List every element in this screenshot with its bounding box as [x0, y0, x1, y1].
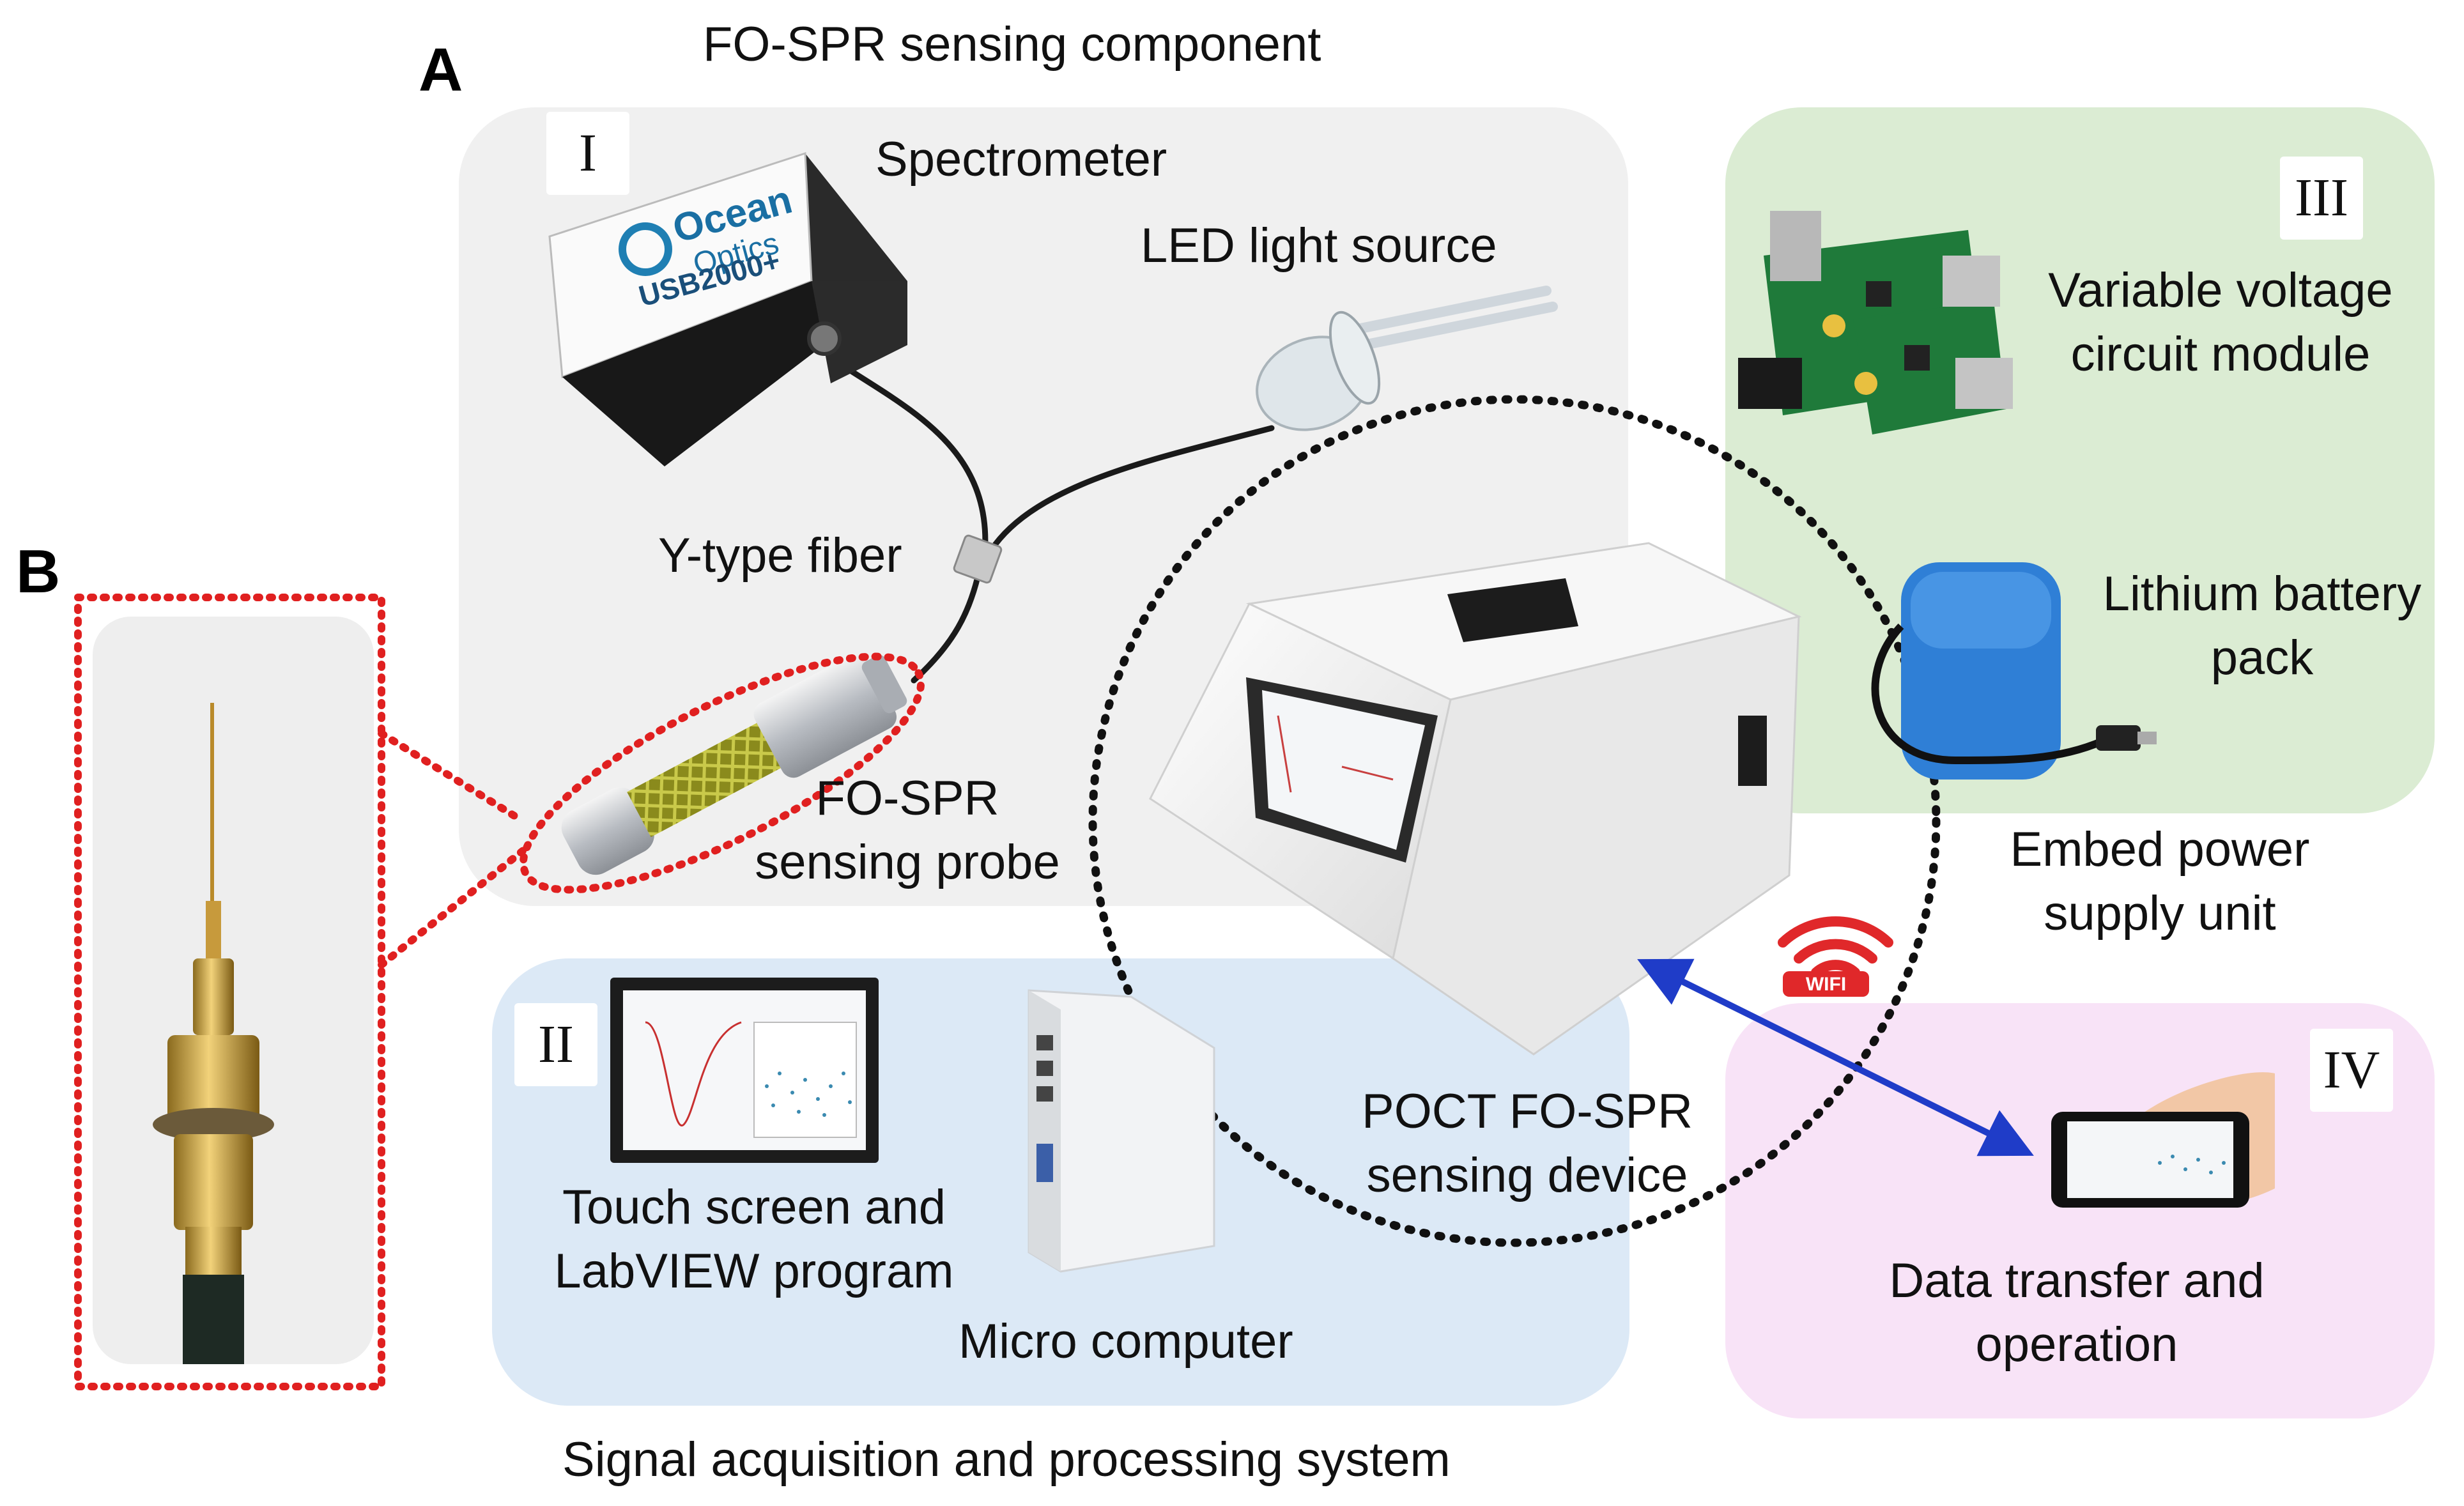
- touch-screen-icon: [610, 978, 879, 1163]
- roman-iii: III: [2280, 157, 2363, 240]
- panel-a-letter: A: [419, 36, 463, 104]
- spectrometer-label: Spectrometer: [875, 132, 1167, 187]
- poct-device-icon: [1149, 542, 1802, 1056]
- touch-screen-line-2: LabVIEW program: [554, 1244, 954, 1299]
- smartphone-icon: [2051, 1072, 2275, 1208]
- variable-voltage-label: Variable voltage circuit module: [2022, 259, 2419, 387]
- data-transfer-label: Data transfer and operation: [1872, 1249, 2281, 1378]
- micro-computer-icon: [1028, 989, 1215, 1273]
- callout-line-top: [378, 730, 521, 822]
- led-label: LED light source: [1141, 219, 1497, 273]
- probe-label-line-2: sensing probe: [755, 835, 1060, 890]
- probe-icon: [561, 653, 907, 875]
- y-fiber-label: Y-type fiber: [658, 528, 902, 583]
- panel-b-letter: B: [16, 537, 61, 606]
- probe-photo: [93, 617, 374, 1364]
- touch-screen-line-1: Touch screen and: [562, 1180, 946, 1234]
- device-circle: [1088, 395, 1941, 1247]
- variable-voltage-line-2: circuit module: [2070, 327, 2371, 382]
- data-transfer-line-1: Data transfer and: [1889, 1254, 2265, 1308]
- y-splitter: [953, 534, 1003, 584]
- battery-icon: [1871, 562, 2157, 780]
- power-unit-line-2: supply unit: [2044, 886, 2276, 941]
- signal-system-title: Signal acquisition and processing system: [562, 1433, 1451, 1487]
- poct-device-line-1: POCT FO-SPR: [1362, 1084, 1693, 1139]
- data-transfer-line-2: operation: [1975, 1318, 2178, 1372]
- led-icon: [1256, 286, 1558, 431]
- poct-device-line-2: sensing device: [1366, 1148, 1688, 1203]
- battery-label: Lithium battery pack: [2077, 562, 2447, 691]
- probe-highlight-ellipse: [519, 652, 925, 894]
- fo-spr-component-title: FO-SPR sensing component: [703, 17, 1321, 72]
- wireless-link-arrow: [1637, 958, 2034, 1156]
- battery-label-line-2: pack: [2210, 631, 2314, 686]
- power-unit-label: Embed power supply unit: [1955, 818, 2364, 946]
- circuit-board-icon: [1738, 211, 2013, 434]
- probe-label-line-1: FO-SPR: [815, 771, 999, 826]
- roman-i: I: [546, 112, 629, 195]
- variable-voltage-line-1: Variable voltage: [2048, 263, 2393, 318]
- wifi-label: WIFI: [1805, 974, 1847, 995]
- power-unit-line-1: Embed power: [2010, 822, 2310, 877]
- battery-label-line-1: Lithium battery: [2102, 567, 2422, 621]
- touch-screen-label: Touch screen and LabVIEW program: [524, 1176, 984, 1304]
- fiber-cables: [828, 355, 1275, 684]
- panel-b-frame: [74, 594, 385, 1390]
- micro-computer-label: Micro computer: [959, 1314, 1293, 1369]
- spectrometer-icon: Ocean Optics USB2000+: [548, 151, 907, 466]
- callout-line-lower: [378, 846, 528, 969]
- roman-ii: II: [514, 1003, 597, 1086]
- poct-device-label: POCT FO-SPR sensing device: [1323, 1080, 1732, 1208]
- probe-label: FO-SPR sensing probe: [735, 767, 1080, 895]
- wifi-icon: [1778, 916, 1893, 978]
- roman-iv: IV: [2310, 1029, 2393, 1112]
